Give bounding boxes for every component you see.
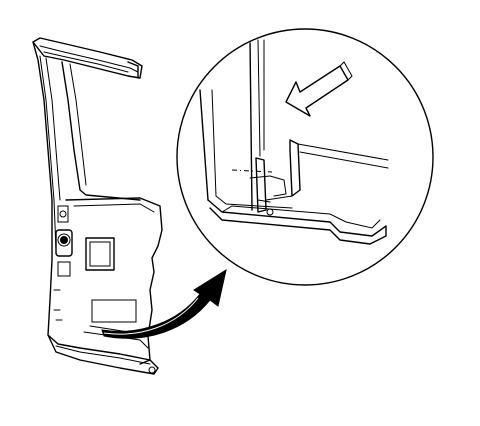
lower-panel-opening <box>91 299 137 323</box>
pointer-arrow <box>285 61 353 117</box>
fastener <box>249 157 287 216</box>
callout-arrow <box>101 268 227 339</box>
hinge <box>55 205 73 277</box>
detail-circle <box>176 28 434 286</box>
door-panel <box>32 37 163 375</box>
panel-opening <box>85 237 115 271</box>
